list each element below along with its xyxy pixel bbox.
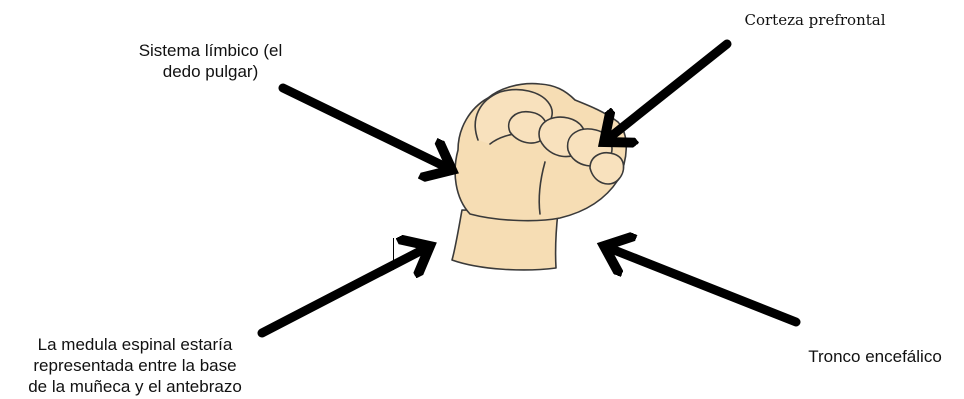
label-spinal-line-1: La medula espinal estaría	[37, 335, 233, 354]
label-brainstem-text: Tronco encefálico	[808, 347, 942, 366]
label-cortex-text: Corteza prefrontal	[744, 11, 886, 29]
label-limbic-system: Sistema límbico (el dedo pulgar)	[118, 40, 303, 82]
arrow-cortex	[604, 39, 732, 142]
palm-crease	[538, 161, 546, 215]
wrist-shape	[451, 209, 559, 271]
label-limbic-line-1: Sistema límbico (el	[138, 41, 283, 60]
label-limbic-line-2: dedo pulgar)	[162, 62, 259, 81]
label-spinal-cord: La medula espinal estaría representada e…	[0, 334, 270, 397]
label-prefrontal-cortex: Corteza prefrontal	[730, 10, 900, 31]
label-spinal-line-2: representada entre la base	[33, 356, 237, 375]
text-cursor	[393, 238, 394, 270]
label-spinal-line-3: de la muñeca y el antebrazo	[28, 377, 242, 396]
label-brainstem: Tronco encefálico	[790, 346, 960, 367]
fist-image	[451, 82, 628, 271]
arrow-brainstem	[604, 246, 801, 327]
arrow-limbic	[278, 83, 452, 170]
finger-4-shape	[589, 152, 625, 185]
arrow-spinal	[257, 246, 430, 338]
